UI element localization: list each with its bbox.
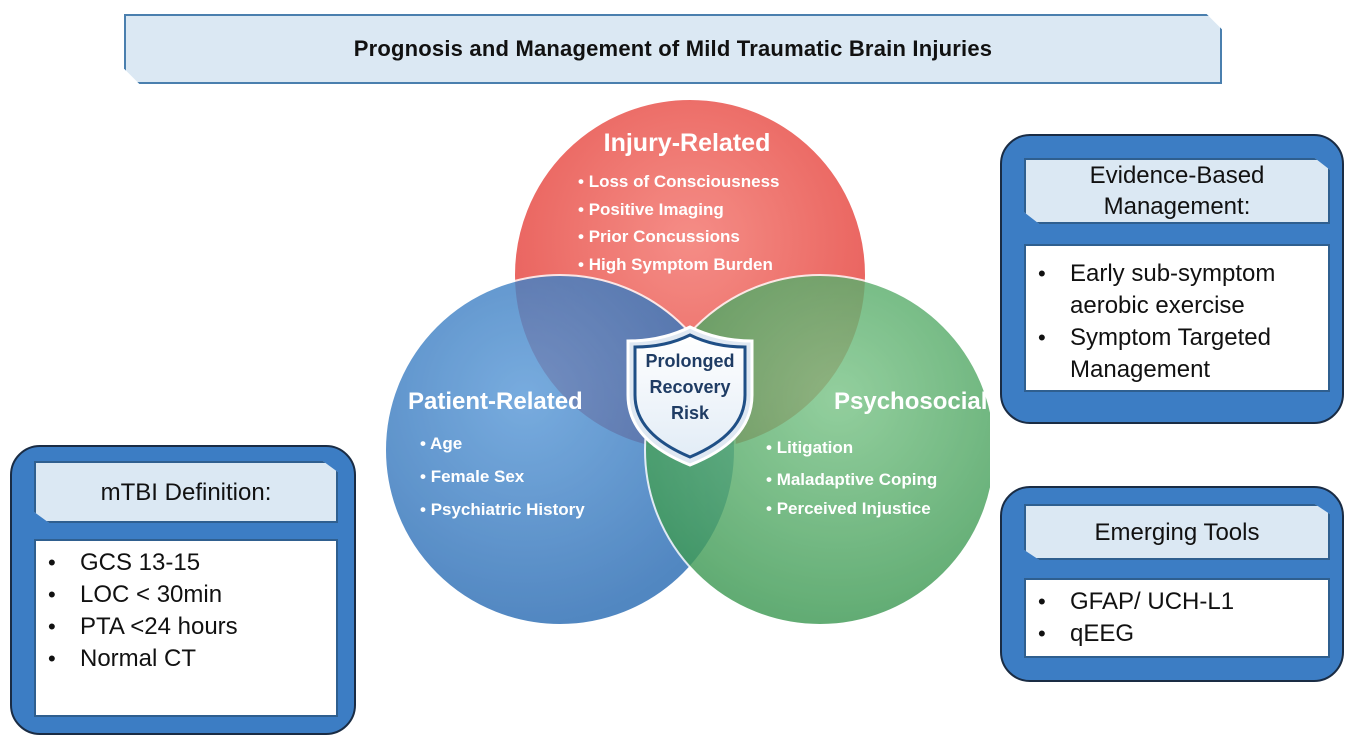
- tools-heading-text: Emerging Tools: [1094, 518, 1260, 546]
- venn-diagram: Prolonged Recovery Risk Injury-Related •…: [384, 98, 990, 625]
- injury-title: Injury-Related: [604, 129, 771, 157]
- tools-item: qEEG: [1026, 618, 1328, 650]
- definition-body: GCS 13-15 LOC < 30min PTA <24 hours Norm…: [34, 539, 338, 717]
- patient-title: Patient-Related: [408, 388, 583, 415]
- definition-heading-text: mTBI Definition:: [100, 478, 272, 506]
- psychosocial-item: • Perceived Injustice: [766, 499, 931, 518]
- injury-item: • Loss of Consciousness: [578, 172, 780, 191]
- patient-item: • Female Sex: [420, 467, 525, 486]
- definition-item: GCS 13-15: [36, 547, 336, 579]
- definition-heading: mTBI Definition:: [34, 461, 338, 523]
- tools-panel: Emerging Tools GFAP/ UCH-L1 qEEG: [1000, 486, 1344, 682]
- injury-item: • Positive Imaging: [578, 200, 724, 219]
- injury-item: • High Symptom Burden: [578, 255, 773, 274]
- definition-panel: mTBI Definition: GCS 13-15 LOC < 30min P…: [10, 445, 356, 735]
- psychosocial-title: Psychosocial: [834, 388, 987, 415]
- psychosocial-item: • Maladaptive Coping: [766, 470, 937, 489]
- tools-item: GFAP/ UCH-L1: [1026, 586, 1328, 618]
- shield-line-3: Risk: [671, 403, 710, 423]
- definition-item: PTA <24 hours: [36, 611, 336, 643]
- definition-item: Normal CT: [36, 643, 336, 675]
- management-panel: Evidence-Based Management: Early sub-sym…: [1000, 134, 1344, 424]
- patient-item: • Age: [420, 434, 462, 453]
- management-heading: Evidence-Based Management:: [1024, 158, 1330, 224]
- management-heading-line-1: Evidence-Based: [1089, 162, 1265, 189]
- page-title: Prognosis and Management of Mild Traumat…: [353, 36, 993, 61]
- shield-line-1: Prolonged: [646, 351, 735, 371]
- tools-body: GFAP/ UCH-L1 qEEG: [1024, 578, 1330, 658]
- tools-heading: Emerging Tools: [1024, 504, 1330, 560]
- definition-item: LOC < 30min: [36, 579, 336, 611]
- patient-item: • Psychiatric History: [420, 500, 585, 519]
- title-banner: Prognosis and Management of Mild Traumat…: [124, 14, 1222, 84]
- psychosocial-item: • Litigation: [766, 438, 853, 457]
- shield-icon: [626, 325, 754, 467]
- injury-item: • Prior Concussions: [578, 227, 740, 246]
- management-heading-line-2: Management:: [1103, 193, 1251, 220]
- shield-line-2: Recovery: [649, 377, 730, 397]
